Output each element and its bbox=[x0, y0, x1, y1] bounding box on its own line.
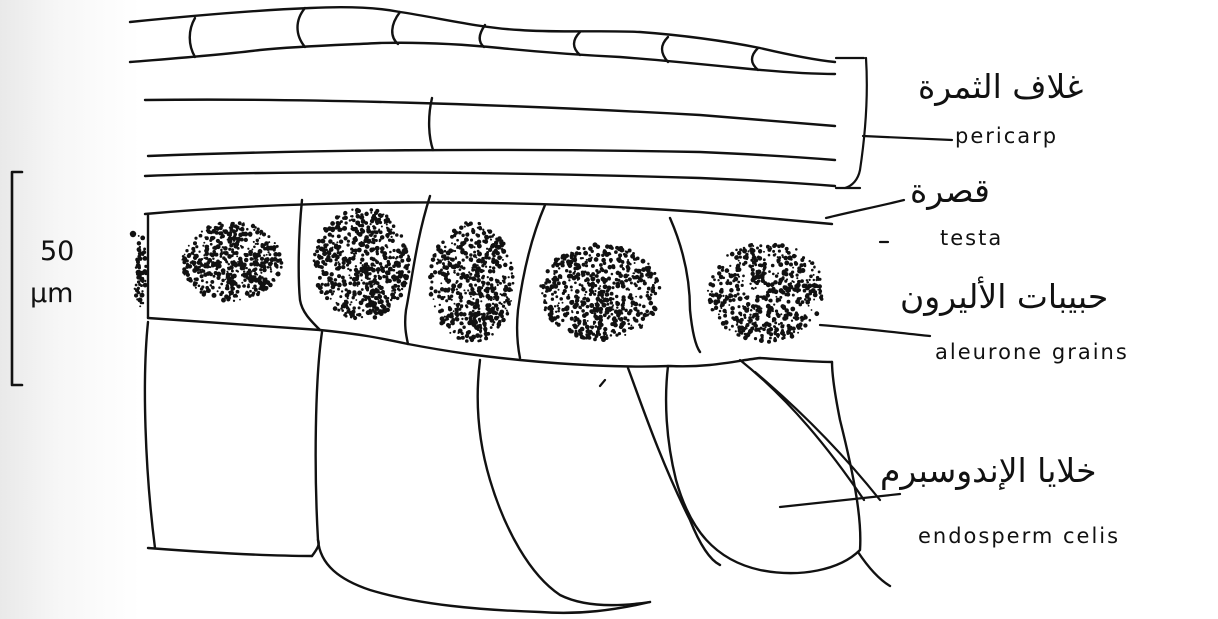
scale-bar bbox=[12, 172, 22, 385]
aleurone-label-arabic: حبيبات الأليرون bbox=[900, 280, 1108, 313]
aleurone-grain-cluster bbox=[313, 208, 411, 320]
testa-label-arabic: قصرة bbox=[910, 174, 990, 207]
pericarp-label-english: pericarp bbox=[955, 126, 1058, 147]
testa-layer bbox=[145, 202, 832, 224]
aleurone-grain-cluster bbox=[181, 221, 283, 302]
aleurone-grain-cluster bbox=[539, 242, 661, 342]
endosperm-label-arabic: خلايا الإندوسبرم bbox=[880, 454, 1097, 487]
endosperm-cell-walls bbox=[145, 322, 890, 613]
scale-bar-unit: µm bbox=[30, 280, 73, 307]
aleurone-grain-cluster bbox=[428, 221, 514, 343]
testa-label-english: testa bbox=[940, 228, 1003, 249]
pericarp-label-arabic: غلاف الثمرة bbox=[918, 70, 1083, 103]
scale-bar-value: 50 bbox=[40, 238, 74, 265]
endosperm-label-english: endosperm celis bbox=[918, 526, 1120, 547]
pericarp-inner-layers bbox=[145, 98, 835, 186]
aleurone-grain-cluster bbox=[707, 243, 823, 344]
pericarp-outer-cells bbox=[130, 7, 835, 74]
aleurone-grain-cluster bbox=[134, 235, 149, 307]
aleurone-label-english: aleurone grains bbox=[935, 342, 1129, 363]
